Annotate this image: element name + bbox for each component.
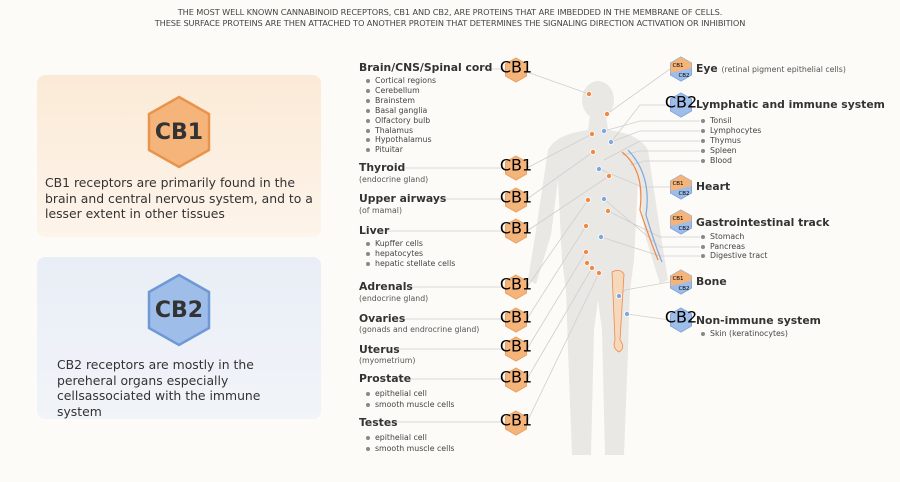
- cb1-cb2-hex-icon: [670, 174, 692, 200]
- cb1-hex-icon: [499, 367, 533, 393]
- list-item: Brainstem: [366, 96, 436, 106]
- blood-vessels: [621, 149, 663, 263]
- organ-uterus-title: Uterus: [359, 343, 400, 356]
- cb1-hex-icon: [499, 336, 533, 362]
- organ-liver-title: Liver: [359, 224, 390, 237]
- list-item: Skin (keratinocytes): [701, 329, 788, 338]
- list-item: Digestive tract: [701, 251, 767, 261]
- organ-eye-title: Eye (retinal pigment epithelial cells): [696, 62, 846, 75]
- organ-upper-airways-sub: (of mamal): [359, 206, 402, 215]
- eye-title: Eye: [696, 62, 718, 75]
- list-item: epithelial cell: [366, 388, 454, 399]
- cb1-hex-icon: [499, 410, 533, 436]
- left-receptor-hexes: [499, 57, 533, 436]
- cb1-hexagon-icon: CB1: [147, 95, 211, 169]
- cb2-hex-icon: [664, 92, 698, 118]
- cb2-dots: [596, 127, 631, 317]
- eye-sub: (retinal pigment epithelial cells): [721, 65, 846, 74]
- list-item: epithelial cell: [366, 432, 454, 443]
- cb1-cb2-hex-icon: [670, 269, 692, 295]
- list-item: hepatocytes: [366, 249, 455, 259]
- liver-list: Kupffer cells hepatocytes hepatic stella…: [366, 239, 455, 269]
- list-item: Stomach: [701, 232, 767, 242]
- cb1-description: CB1 receptors are primarily found in the…: [45, 175, 313, 221]
- list-item: Blood: [701, 156, 761, 166]
- list-item: smooth muscle cells: [366, 443, 454, 454]
- list-item: Pancreas: [701, 242, 767, 252]
- list-item: Lymphocytes: [701, 126, 761, 136]
- organ-thyroid-title: Thyroid: [359, 161, 406, 174]
- cb1-hex-icon: [499, 274, 533, 300]
- list-item: Olfactory bulb: [366, 116, 436, 126]
- list-item: Cerebellum: [366, 86, 436, 96]
- organ-adrenals-sub: (endocrine gland): [359, 294, 429, 303]
- organ-upper-airways-title: Upper airways: [359, 192, 447, 205]
- cb1-hex-icon: [499, 57, 533, 83]
- organ-lymphatic-title: Lymphatic and immune system: [696, 98, 885, 111]
- organ-thyroid-sub: (endocrine gland): [359, 175, 429, 184]
- list-item: Thalamus: [366, 126, 436, 136]
- cb1-cb2-hex-icon: [670, 56, 692, 82]
- list-item: Pituitar: [366, 145, 436, 155]
- prostate-list: epithelial cell smooth muscle cells: [366, 388, 454, 410]
- cb1-dots: [583, 91, 613, 276]
- organ-heart-title: Heart: [696, 180, 731, 193]
- organ-ovaries-sub: (gonads and endrocrine gland): [359, 325, 480, 334]
- cb2-hexagon-icon: CB2: [147, 273, 211, 347]
- header-line-2: THESE SURFACE PROTEINS ARE THEN ATTACHED…: [154, 18, 746, 28]
- gi-list: Stomach Pancreas Digestive tract: [701, 232, 767, 261]
- cb1-label: CB1: [154, 119, 204, 145]
- organ-ovaries-title: Ovaries: [359, 312, 406, 325]
- organ-bone-title: Bone: [696, 275, 727, 288]
- list-item: Tonsil: [701, 116, 761, 126]
- cb2-hex-icon: [664, 307, 698, 333]
- cb2-panel: CB2 CB2 receptors are mostly in the pere…: [37, 257, 321, 419]
- header: THE MOST WELL KNOWN CANNABINOID RECEPTOR…: [0, 7, 900, 29]
- list-item: smooth muscle cells: [366, 399, 454, 410]
- organ-uterus-sub: (myometrium): [359, 356, 416, 365]
- right-receptor-hexes: [664, 56, 698, 333]
- bone-femur: [611, 270, 625, 353]
- organ-prostate-title: Prostate: [359, 372, 412, 385]
- organ-brain-title: Brain/CNS/Spinal cord: [359, 61, 493, 74]
- brain-list: Cortical regions Cerebellum Brainstem Ba…: [366, 76, 436, 155]
- list-item: Thymus: [701, 136, 761, 146]
- lymphatic-list: Tonsil Lymphocytes Thymus Spleen Blood: [701, 116, 761, 166]
- list-item: Kupffer cells: [366, 239, 455, 249]
- cb1-cb2-hex-icon: [670, 209, 692, 235]
- organ-testes-title: Testes: [359, 416, 398, 429]
- cb1-hex-icon: [499, 187, 533, 213]
- list-item: Spleen: [701, 146, 761, 156]
- cb1-hex-icon: [499, 307, 533, 333]
- header-line-1: THE MOST WELL KNOWN CANNABINOID RECEPTOR…: [177, 7, 723, 17]
- body-silhouette: [528, 81, 668, 455]
- cb2-description: CB2 receptors are mostly in the perehera…: [57, 357, 261, 419]
- list-item: Hypothalamus: [366, 135, 436, 145]
- list-item: hepatic stellate cells: [366, 259, 455, 269]
- organ-adrenals-title: Adrenals: [359, 280, 413, 293]
- cb1-hex-icon: [499, 155, 533, 181]
- list-item: Cortical regions: [366, 76, 436, 86]
- connector-lines: [387, 68, 700, 423]
- cb1-hex-icon: [499, 218, 533, 244]
- list-item: Basal ganglia: [366, 106, 436, 116]
- testes-list: epithelial cell smooth muscle cells: [366, 432, 454, 454]
- non-immune-list: Skin (keratinocytes): [701, 329, 788, 338]
- cb1-panel: CB1 CB1 receptors are primarily found in…: [37, 75, 321, 237]
- cb2-label: CB2: [154, 297, 204, 323]
- organ-gi-title: Gastrointestinal track: [696, 216, 830, 229]
- organ-non-immune-title: Non-immune system: [696, 314, 821, 327]
